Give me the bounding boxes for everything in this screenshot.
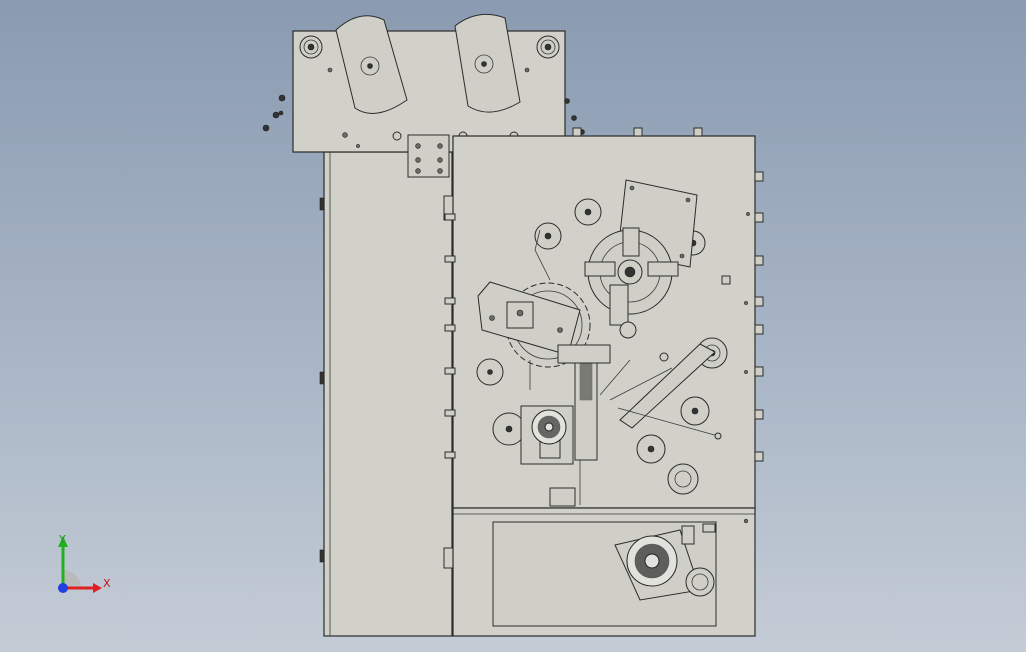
lower-cabinet[interactable] bbox=[452, 507, 756, 637]
drive-motor[interactable] bbox=[520, 405, 574, 465]
rotary-hub[interactable] bbox=[584, 227, 679, 339]
left-roller[interactable] bbox=[299, 35, 323, 59]
left-mechanism-box[interactable] bbox=[477, 281, 581, 356]
left-column[interactable] bbox=[319, 151, 454, 637]
cabinet-motor[interactable] bbox=[614, 523, 716, 601]
mounting-bracket[interactable] bbox=[407, 134, 450, 178]
top-header-plate[interactable] bbox=[262, 13, 585, 153]
coordinate-triad: Y X bbox=[58, 533, 111, 593]
main-body[interactable] bbox=[444, 127, 764, 509]
z-axis-dot bbox=[58, 583, 68, 593]
right-cam-guard[interactable] bbox=[454, 13, 521, 113]
left-edge-connectors bbox=[444, 213, 456, 459]
linkage-arms[interactable] bbox=[529, 229, 722, 440]
right-edge-lugs bbox=[754, 171, 764, 462]
feed-column[interactable] bbox=[549, 344, 611, 507]
left-cam-guard[interactable] bbox=[335, 15, 408, 114]
side-bolts-left bbox=[262, 94, 286, 132]
right-roller[interactable] bbox=[536, 35, 560, 59]
y-axis-label: Y bbox=[58, 533, 66, 546]
x-axis-label: X bbox=[103, 577, 111, 590]
